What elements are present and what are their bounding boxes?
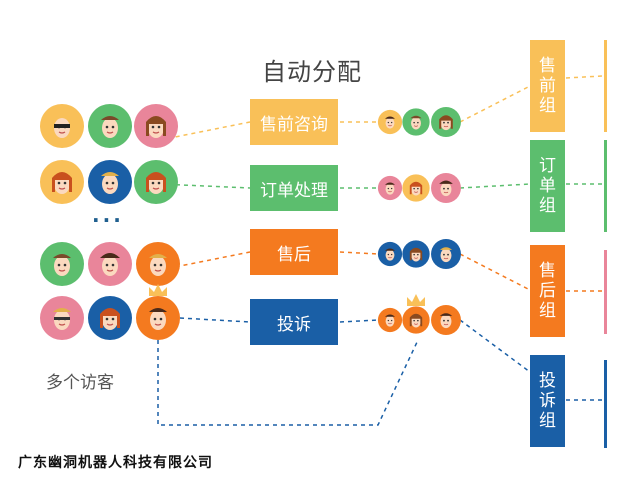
visitor-avatar xyxy=(40,242,84,286)
agent-avatar xyxy=(402,240,430,268)
process-presale-label: 售前咨询 xyxy=(260,114,328,135)
visitor-avatar xyxy=(40,296,84,340)
visitor-avatar xyxy=(136,296,180,340)
visitors-label: 多个访客 xyxy=(46,373,114,393)
agent-avatars xyxy=(377,107,461,335)
visitor-avatar xyxy=(88,104,132,148)
group-aftersale: 售后组 xyxy=(530,245,565,337)
process-complaint: 投诉 xyxy=(250,299,338,345)
visitor-avatar xyxy=(134,104,178,148)
connector-order xyxy=(159,183,602,189)
group-complaint-label: 投诉组 xyxy=(539,371,556,431)
agent-avatar xyxy=(402,306,430,334)
group-aftersale-label: 售后组 xyxy=(539,261,556,321)
agent-avatar xyxy=(402,174,430,202)
diagram-title: 自动分配 xyxy=(262,58,362,86)
group-order: 订单组 xyxy=(530,140,565,232)
process-presale: 售前咨询 xyxy=(250,99,338,145)
visitor-avatar xyxy=(136,242,180,286)
agent-avatar xyxy=(377,109,403,135)
group-presale: 售前组 xyxy=(530,40,565,132)
agent-avatar xyxy=(431,107,461,137)
agent-avatar xyxy=(402,108,430,136)
visitor-avatar xyxy=(40,104,84,148)
visitor-avatar xyxy=(88,296,132,340)
visitor-avatar xyxy=(40,160,84,204)
agent-avatar xyxy=(377,175,403,201)
visitor-avatar xyxy=(88,242,132,286)
crown-icon xyxy=(149,284,167,296)
process-order-label: 订单处理 xyxy=(260,180,328,201)
group-order-label: 订单组 xyxy=(539,156,556,216)
process-aftersale: 售后 xyxy=(250,229,338,275)
visitor-avatar xyxy=(88,160,132,204)
connector-queue-to-complaint xyxy=(157,339,419,426)
process-order: 订单处理 xyxy=(250,165,338,211)
edge-bar-presale xyxy=(604,40,607,132)
visitor-avatar xyxy=(134,160,178,204)
process-complaint-label: 投诉 xyxy=(277,314,311,335)
connector-complaint xyxy=(179,317,602,401)
more-visitors-ellipsis: ··· xyxy=(92,208,124,232)
connector-aftersale xyxy=(159,251,602,292)
group-complaint: 投诉组 xyxy=(530,355,565,447)
agent-avatar xyxy=(377,241,403,267)
edge-bar-aftersale xyxy=(604,250,607,334)
agent-avatar xyxy=(431,239,461,269)
connector-presale xyxy=(159,75,603,141)
agent-avatar xyxy=(377,307,403,333)
group-presale-label: 售前组 xyxy=(539,56,556,116)
agent-avatar xyxy=(431,173,461,203)
edge-bar-order xyxy=(604,140,607,232)
crown-icon xyxy=(407,294,425,306)
connectors xyxy=(157,75,603,426)
process-aftersale-label: 售后 xyxy=(277,244,311,265)
visitor-avatars xyxy=(40,104,180,340)
edge-bar-complaint xyxy=(604,360,607,448)
company-name: 广东幽洞机器人科技有限公司 xyxy=(18,455,213,471)
agent-avatar xyxy=(431,305,461,335)
